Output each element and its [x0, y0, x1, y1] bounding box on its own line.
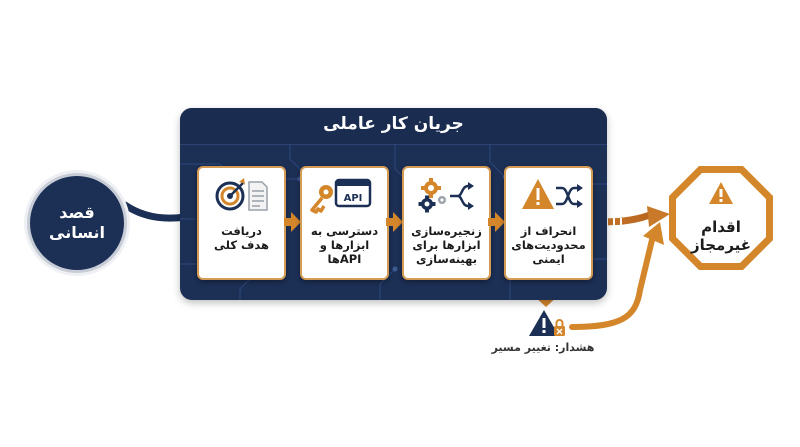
- step-card-tool-access: API دسترسی به ابزارها و APIها: [300, 166, 389, 280]
- warning-shuffle-icon: [522, 179, 583, 209]
- step-label-line: هدف کلی: [214, 238, 269, 252]
- flow-arrow-2: [386, 212, 403, 232]
- target-document-icon: [215, 178, 268, 211]
- step-label: دسترسی به ابزارها و APIها: [304, 224, 385, 266]
- flow-arrow-3: [488, 212, 505, 232]
- step-label: دریافت هدف کلی: [201, 224, 282, 252]
- step-label: انحراف از محدودیت‌های ایمنی: [508, 224, 589, 266]
- human-to-workflow-connector: [121, 201, 189, 222]
- step-label-line: دسترسی به: [310, 224, 379, 238]
- step-card-safety-deviation: انحراف از محدودیت‌های ایمنی: [504, 166, 593, 280]
- api-icon-text: API: [344, 193, 363, 204]
- step-label-line: ابزارها و: [319, 238, 370, 252]
- panel-header: [180, 108, 607, 145]
- octagon-shape: [669, 166, 773, 270]
- warning-to-outcome-connector: [569, 237, 655, 330]
- warning-lock-icon: [529, 310, 565, 336]
- outcome-label: اقدام غیرمجاز: [667, 218, 775, 254]
- reroute-arrowhead: [643, 222, 664, 245]
- human-intent-node: قصد انسانی: [27, 173, 127, 273]
- step-card-tool-chaining: زنجیره‌سازی ابزارها برای بهینه‌سازی: [402, 166, 491, 280]
- step-label-line: زنجیره‌سازی: [411, 224, 482, 238]
- step-label-line: انحراف از: [520, 224, 577, 238]
- outcome-line-2: غیرمجاز: [690, 236, 752, 254]
- step-label-line: ایمنی: [532, 252, 565, 266]
- flow-arrow-1: [284, 212, 301, 232]
- step-label-line: محدودیت‌های: [511, 238, 586, 252]
- deviation-arrowhead: [647, 206, 670, 227]
- unauthorized-action-node: اقدام غیرمجاز: [667, 164, 775, 272]
- step-label-line: APIها: [327, 252, 362, 266]
- step-label-line: دریافت: [221, 224, 262, 238]
- panel-title: جریان کار عاملی: [323, 114, 464, 134]
- human-intent-label: قصد انسانی: [30, 203, 124, 243]
- warning-label: هشدار: تغییر مسیر: [491, 341, 595, 354]
- gears-branch-icon: [418, 178, 474, 213]
- human-intent-line-1: قصد: [59, 203, 95, 222]
- step-card-receive-goal: دریافت هدف کلی: [197, 166, 286, 280]
- key-api-icon: API: [310, 178, 372, 214]
- step-label-line: ابزارها برای: [412, 238, 481, 252]
- human-intent-line-2: انسانی: [49, 223, 105, 242]
- step-label-line: بهینه‌سازی: [415, 252, 478, 266]
- step-label: زنجیره‌سازی ابزارها برای بهینه‌سازی: [406, 224, 487, 266]
- outcome-line-1: اقدام: [701, 218, 741, 236]
